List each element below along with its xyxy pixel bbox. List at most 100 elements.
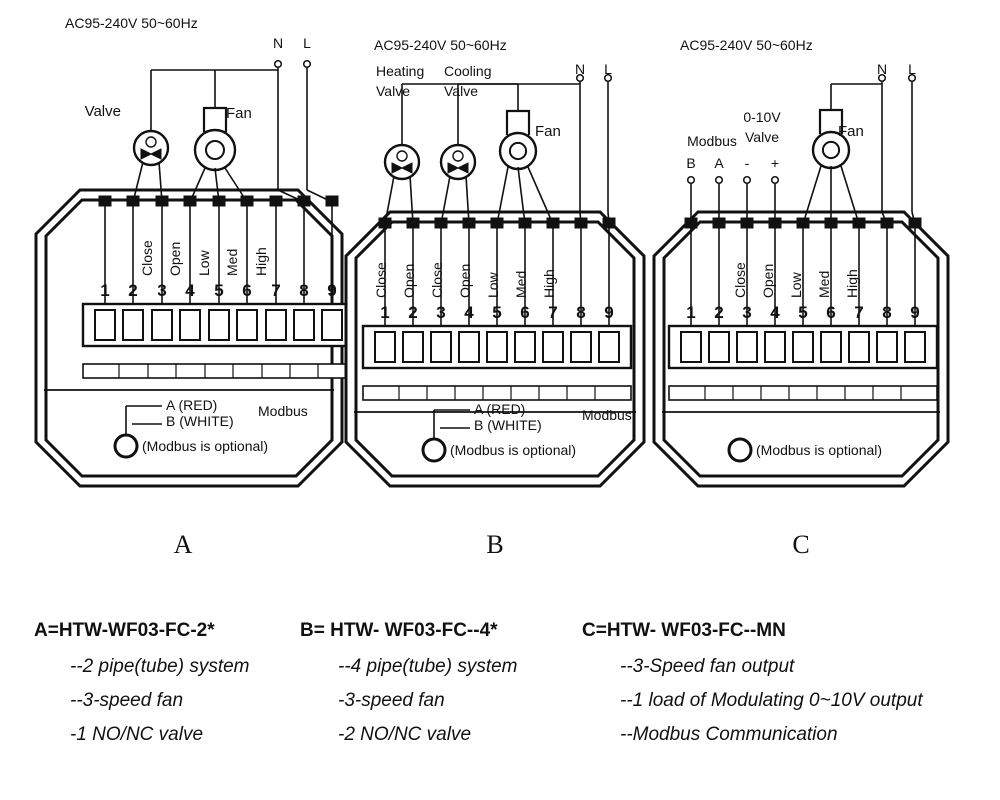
modbus-terminal-icon: [714, 175, 724, 185]
valve-close-wire: [132, 161, 144, 203]
live-label: L: [303, 35, 311, 51]
panel-letter-b: B: [486, 530, 503, 559]
feature-b-3: -2 NO/NC valve: [338, 724, 472, 745]
valve-label-line2: Valve: [376, 83, 410, 99]
terminal-screw-slot: [430, 331, 452, 363]
analog-terminal-icon: [742, 175, 752, 185]
live-terminal-icon: [302, 59, 312, 69]
fan-duct-icon: [202, 106, 228, 132]
terminal-screw-slot: [570, 331, 592, 363]
neutral-terminal-icon: [575, 73, 585, 83]
feature-c-1: --3-Speed fan output: [620, 656, 795, 677]
valve-actuator-icon: [145, 136, 157, 148]
analog-terminal-icon: [770, 175, 780, 185]
terminal-screw-slot: [820, 331, 842, 363]
terminal-screw-slot: [374, 331, 396, 363]
model-title-c: C=HTW- WF03-FC--MN: [582, 620, 786, 641]
modbus-title: Modbus: [687, 133, 737, 149]
terminal-screw-slot: [792, 331, 814, 363]
panel-a: AC95-240V 50~60HzNL123456789CloseOpenLow…: [34, 15, 356, 559]
backplate-rib-strip: [82, 363, 355, 379]
valve-icon: [132, 129, 170, 167]
terminal-function-label: Close: [429, 262, 445, 298]
live-link: [911, 211, 916, 225]
cable-hole-icon: [727, 437, 753, 463]
terminal-function-label: Close: [139, 240, 155, 276]
terminal-function-label: Med: [224, 249, 240, 276]
valve-label: Valve: [85, 103, 121, 120]
terminal-screw-slot: [764, 331, 786, 363]
modbus-terminal-icon: [686, 175, 696, 185]
terminal-screw-slot: [458, 331, 480, 363]
analog-terminal-label: -: [745, 155, 750, 171]
terminal-function-label: Low: [485, 271, 501, 298]
fan-wire: [517, 166, 526, 225]
terminal-function-label: Med: [513, 271, 529, 298]
fan-wire: [496, 166, 509, 225]
valve-open-wire: [409, 175, 414, 225]
panel-letter-a: A: [174, 530, 193, 559]
terminal-function-label: Close: [732, 262, 748, 298]
valve-actuator-icon: [396, 150, 408, 162]
terminal-screw-slot: [542, 331, 564, 363]
fan-label: Fan: [535, 123, 561, 140]
terminal-screw-slot: [598, 331, 620, 363]
analog-valve-label-line2: Valve: [745, 129, 779, 145]
backplate-rib-strip: [362, 385, 632, 401]
terminal-screw-slot: [876, 331, 898, 363]
terminal-function-label: High: [253, 247, 269, 276]
panel-letter-c: C: [792, 530, 809, 559]
terminal-function-label: Open: [167, 242, 183, 276]
fan-hub-icon: [821, 140, 841, 160]
supply-voltage-label: AC95-240V 50~60Hz: [374, 37, 507, 53]
live-link: [306, 189, 333, 203]
cable-hole-icon: [113, 433, 139, 459]
terminal-screw-slot: [680, 331, 702, 363]
model-title-a: A=HTW-WF03-FC-2*: [34, 620, 215, 641]
terminal-function-label: Close: [373, 262, 389, 298]
feature-a-2: --3-speed fan: [70, 690, 184, 711]
terminal-screw-slot: [179, 309, 201, 341]
neutral-label: N: [273, 35, 283, 51]
modbus-a-label: A (RED): [474, 401, 525, 417]
neutral-terminal-icon: [877, 73, 887, 83]
cable-hole-icon: [421, 437, 447, 463]
valve-open-wire: [158, 161, 163, 203]
live-link: [607, 211, 610, 225]
terminal-screw-slot: [265, 309, 287, 341]
neutral-label: N: [575, 61, 585, 77]
terminal-screw-slot: [122, 309, 144, 341]
live-label: L: [604, 61, 612, 77]
terminal-screw-slot: [236, 309, 258, 341]
terminal-function-label: Low: [196, 249, 212, 276]
modbus-terminal-label: B: [686, 155, 695, 171]
neutral-link: [881, 211, 888, 225]
terminal-screw-slot: [486, 331, 508, 363]
valve-label-line2: Valve: [444, 83, 478, 99]
backplate-rib-strip: [668, 385, 938, 401]
valve-label-line1: Cooling: [444, 63, 491, 79]
feature-b-2: -3-speed fan: [338, 690, 445, 711]
fan-wire: [840, 165, 860, 225]
terminal-screw-slot: [94, 309, 116, 341]
supply-voltage-label: AC95-240V 50~60Hz: [680, 37, 813, 53]
legend-column-a: A=HTW-WF03-FC-2* --2 pipe(tube) system -…: [34, 620, 250, 758]
panel-c: AC95-240V 50~60HzNL123456789CloseOpenLow…: [652, 37, 950, 559]
terminal-screw-slot: [151, 309, 173, 341]
modbus-label: Modbus: [582, 407, 632, 423]
terminal-screw-slot: [208, 309, 230, 341]
valve-open-wire: [465, 175, 470, 225]
feature-a-1: --2 pipe(tube) system: [70, 656, 250, 677]
terminal-screw-slot: [402, 331, 424, 363]
wiring-diagram: AC95-240V 50~60HzNL123456789CloseOpenLow…: [34, 15, 950, 559]
terminal-screw-slot: [514, 331, 536, 363]
terminal-function-label: Open: [457, 264, 473, 298]
analog-terminal-label: +: [771, 155, 779, 171]
modbus-optional-note: (Modbus is optional): [756, 442, 882, 458]
live-terminal-icon: [603, 73, 613, 83]
analog-valve-label-line1: 0-10V: [743, 109, 781, 125]
fan-duct-icon: [505, 109, 531, 135]
terminal-function-label: Open: [760, 264, 776, 298]
legend-column-c: C=HTW- WF03-FC--MN --3-Speed fan output …: [582, 620, 923, 758]
valve-close-wire: [384, 175, 395, 225]
